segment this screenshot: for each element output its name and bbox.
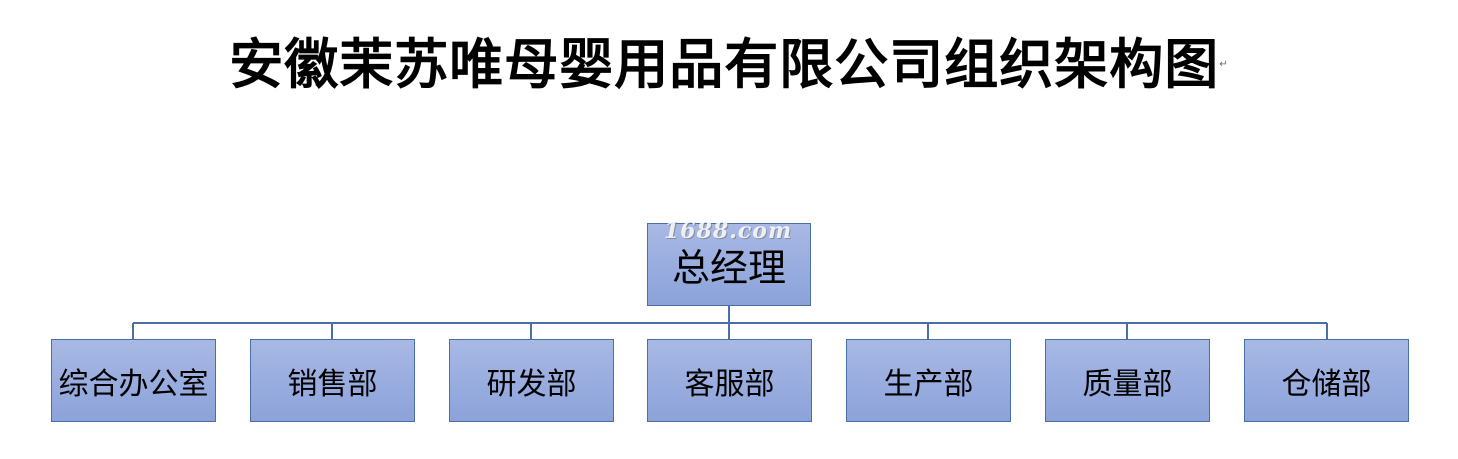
- org-node-production: 生产部: [846, 339, 1011, 422]
- org-node-rnd: 研发部: [449, 339, 614, 422]
- org-node-general-manager: 总经理: [647, 223, 811, 306]
- org-node-warehouse: 仓储部: [1244, 339, 1409, 422]
- org-node-label: 生产部: [883, 366, 974, 402]
- org-node-label: 仓储部: [1281, 366, 1372, 402]
- org-node-label: 研发部: [486, 366, 577, 402]
- chart-title: 安徽茉苏唯母婴用品有限公司组织架构图↵: [0, 30, 1458, 100]
- org-node-label: 销售部: [287, 366, 378, 402]
- org-node-label: 客服部: [684, 366, 775, 402]
- chart-title-text: 安徽茉苏唯母婴用品有限公司组织架构图: [229, 33, 1220, 96]
- org-node-customer-service: 客服部: [647, 339, 812, 422]
- org-node-quality: 质量部: [1045, 339, 1210, 422]
- org-node-admin-office: 综合办公室: [51, 339, 216, 422]
- paragraph-mark-icon: ↵: [1219, 59, 1229, 70]
- org-node-sales: 销售部: [250, 339, 415, 422]
- org-node-label: 综合办公室: [58, 366, 209, 402]
- org-node-label: 质量部: [1082, 366, 1173, 402]
- org-node-label: 总经理: [671, 246, 786, 290]
- watermark: 1688.com: [664, 218, 793, 244]
